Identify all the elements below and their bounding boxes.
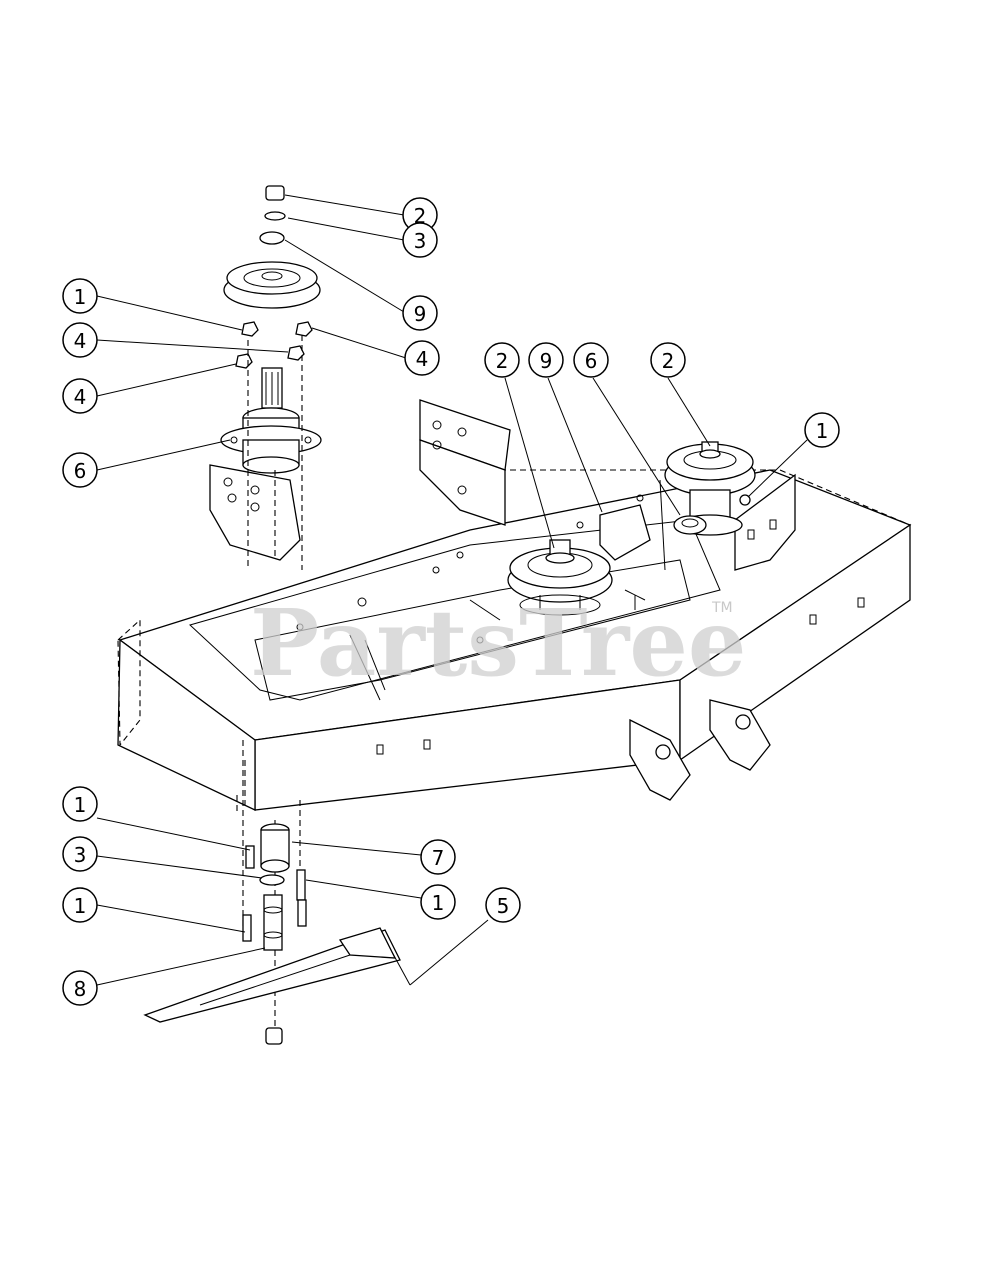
callout-bot-7: 7	[420, 839, 456, 875]
callout-left-6: 6	[62, 452, 98, 488]
callout-circle	[62, 452, 98, 488]
callout-number: 4	[74, 329, 87, 353]
callout-circle	[573, 342, 609, 378]
center-spindle-assembly	[507, 479, 666, 616]
callout-circle	[62, 786, 98, 822]
callout-circle	[62, 970, 98, 1006]
blade-hardware	[143, 760, 401, 1045]
callout-circle	[402, 295, 438, 331]
callout-number: 6	[74, 459, 87, 483]
callout-number: 2	[496, 349, 509, 373]
callout-top-9: 9	[402, 295, 438, 331]
watermark-text: PartsTree	[250, 589, 746, 697]
callout-number: 3	[414, 229, 427, 253]
callout-bot-3: 3	[62, 836, 98, 872]
callout-top-3: 3	[402, 222, 438, 258]
mower-deck	[117, 469, 912, 812]
leader-lines	[96, 194, 808, 986]
callout-circle	[804, 412, 840, 448]
callout-number: 9	[540, 349, 553, 373]
callout-circle	[402, 222, 438, 258]
callout-bot-8: 8	[62, 970, 98, 1006]
callout-bot-1c: 1	[420, 884, 456, 920]
callout-circle	[650, 342, 686, 378]
callout-left-4a: 4	[62, 322, 98, 358]
watermark: PartsTree TM	[250, 589, 746, 697]
right-spindle-assembly	[664, 441, 756, 536]
callout-right-4: 4	[404, 340, 440, 376]
callout-number: 7	[432, 846, 445, 870]
callout-number: 1	[816, 419, 829, 443]
callout-bot-5: 5	[485, 887, 521, 923]
callout-number: 8	[74, 977, 87, 1001]
callout-circle	[62, 378, 98, 414]
rear-brackets	[209, 399, 796, 571]
callout-number: 1	[74, 793, 87, 817]
callout-number: 4	[416, 347, 429, 371]
callout-circle	[528, 342, 564, 378]
callout-right-1: 1	[804, 412, 840, 448]
callout-mid-6: 6	[573, 342, 609, 378]
watermark-trademark: TM	[711, 600, 733, 616]
callout-number: 9	[414, 302, 427, 326]
callout-number: 1	[432, 891, 445, 915]
callout-circle	[62, 887, 98, 923]
front-brackets	[117, 618, 771, 801]
callout-circle	[420, 839, 456, 875]
callout-left-4b: 4	[62, 378, 98, 414]
callout-circle	[420, 884, 456, 920]
callout-number: 1	[74, 285, 87, 309]
callout-mid-2: 2	[484, 342, 520, 378]
callout-left-1: 1	[62, 278, 98, 314]
callout-mid-9: 9	[528, 342, 564, 378]
callout-number: 2	[414, 204, 427, 228]
callout-number: 1	[74, 894, 87, 918]
callout-bot-1a: 1	[62, 786, 98, 822]
callout-number: 3	[74, 843, 87, 867]
callout-circle	[484, 342, 520, 378]
callout-number: 6	[585, 349, 598, 373]
callout-circle	[62, 322, 98, 358]
callout-circle	[62, 278, 98, 314]
callout-top-2: 2	[402, 197, 438, 233]
callout-bot-1b: 1	[62, 887, 98, 923]
callout-circle	[404, 340, 440, 376]
callout-number: 2	[662, 349, 675, 373]
callout-number: 5	[497, 894, 510, 918]
callout-number: 4	[74, 385, 87, 409]
callout-circle	[62, 836, 98, 872]
callout-circle	[485, 887, 521, 923]
callout-right-2: 2	[650, 342, 686, 378]
